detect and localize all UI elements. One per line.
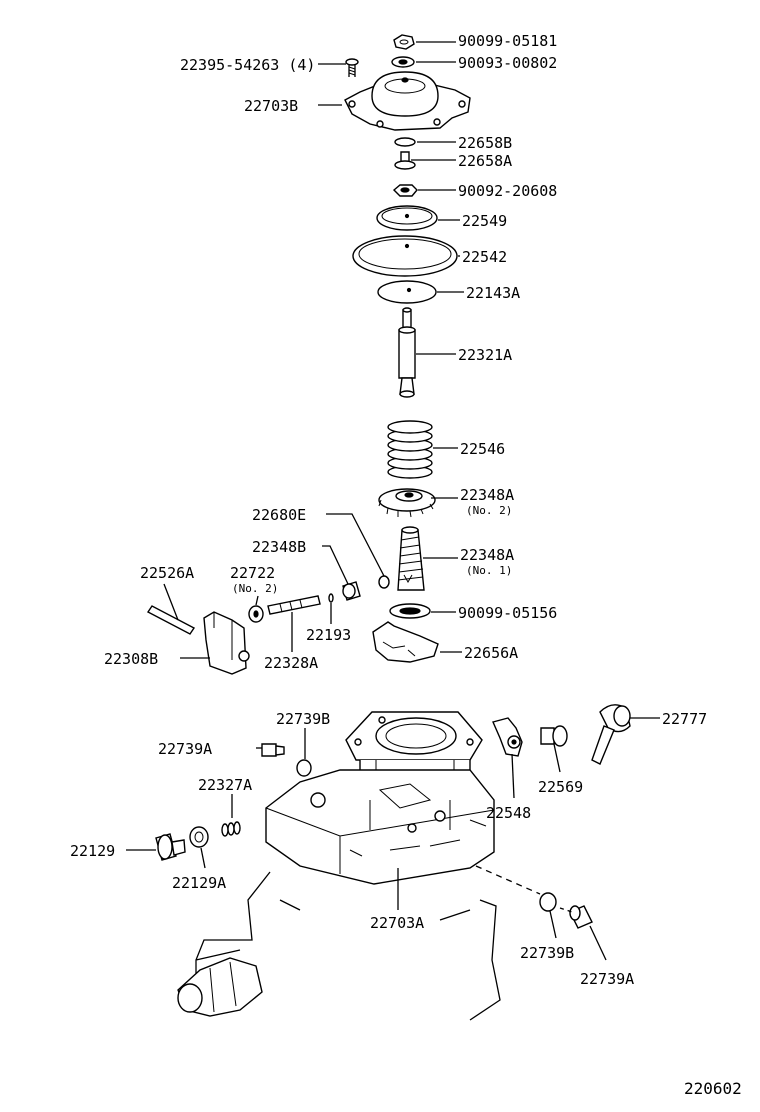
lever-shaft-drawing — [267, 595, 321, 615]
illustration — [146, 34, 631, 1021]
lever-bracket-drawing — [372, 621, 439, 663]
label-22656A: 22656A — [464, 644, 518, 662]
label-22548: 22548 — [486, 804, 531, 822]
dowel-pin-drawing — [146, 605, 196, 635]
label-22193: 22193 — [306, 626, 351, 644]
control-lever-drawing — [591, 704, 631, 765]
part-labels: 90099-05181 90093-00802 22395-54263 (4) … — [70, 32, 742, 1098]
label-22739B-top: 22739B — [276, 710, 330, 728]
stud-drawing — [394, 151, 416, 170]
label-22321A: 22321A — [458, 346, 512, 364]
label-22658A: 22658A — [458, 152, 512, 170]
o-ring-drawing — [394, 137, 416, 147]
label-22658B: 22658B — [458, 134, 512, 152]
adjusting-lever-drawing — [492, 717, 523, 757]
label-90092-20608: 90092-20608 — [458, 182, 557, 200]
note-22722: (No. 2) — [232, 582, 278, 595]
plug-left-drawing — [261, 743, 285, 757]
diaphragm-plate-upper-drawing — [376, 205, 438, 231]
label-22680E: 22680E — [252, 506, 306, 524]
label-22722: 22722 — [230, 564, 275, 582]
label-22327A: 22327A — [198, 776, 252, 794]
label-22703B: 22703B — [244, 97, 298, 115]
plug-gasket-top-drawing — [296, 759, 312, 777]
label-22739A-left: 22739A — [158, 740, 212, 758]
label-22395-54263: 22395-54263 (4) — [180, 56, 315, 74]
lock-nut-drawing — [392, 184, 418, 197]
label-22546: 22546 — [460, 440, 505, 458]
label-22739A-bottom: 22739A — [580, 970, 634, 988]
diaphragm-drawing — [352, 235, 458, 277]
snap-ring-drawing — [378, 575, 390, 589]
nut-top-drawing — [393, 34, 415, 50]
spacer-no2-drawing — [248, 605, 264, 623]
label-22129: 22129 — [70, 842, 115, 860]
note-22348A-no1: (No. 1) — [466, 564, 512, 577]
drain-plug-drawing — [155, 833, 186, 861]
thrust-washer-drawing — [389, 603, 431, 619]
lever-support-drawing — [203, 611, 250, 675]
label-22348B: 22348B — [252, 538, 306, 556]
label-22549: 22549 — [462, 212, 507, 230]
governor-shaft-drawing — [398, 307, 416, 398]
label-22542: 22542 — [462, 248, 507, 266]
label-22526A: 22526A — [140, 564, 194, 582]
screw-drawing — [345, 58, 359, 77]
worm-no1-drawing — [397, 526, 425, 591]
label-90099-05181: 90099-05181 — [458, 32, 557, 50]
pump-body-drawing — [177, 871, 501, 1021]
governor-housing-drawing — [265, 711, 495, 885]
gear-no2-drawing — [378, 488, 436, 518]
label-22328A: 22328A — [264, 654, 318, 672]
governor-cover-drawing — [344, 71, 471, 131]
label-22129A: 22129A — [172, 874, 226, 892]
label-22569: 22569 — [538, 778, 583, 796]
label-22703A: 22703A — [370, 914, 424, 932]
adjusting-bolt-drawing — [540, 725, 568, 747]
plug-gasket-bottom-drawing — [539, 892, 557, 912]
pin-drawing — [328, 593, 334, 603]
governor-spring-drawing — [387, 420, 433, 479]
leader-lines — [126, 41, 660, 961]
small-spring-drawing — [221, 821, 241, 837]
label-90099-05156: 90099-05156 — [458, 604, 557, 622]
label-22308B: 22308B — [104, 650, 158, 668]
washer-top-drawing — [391, 56, 415, 68]
label-22777: 22777 — [662, 710, 707, 728]
label-22143A: 22143A — [466, 284, 520, 302]
plug-bottom-drawing — [569, 905, 593, 929]
label-22739B-bottom: 22739B — [520, 944, 574, 962]
bushing-drawing — [342, 581, 361, 601]
label-22348A-no1: 22348A — [460, 546, 514, 564]
note-22348A-no2: (No. 2) — [466, 504, 512, 517]
drain-gasket-drawing — [189, 826, 209, 848]
label-90093-00802: 90093-00802 — [458, 54, 557, 72]
figure-number: 220602 — [684, 1079, 742, 1098]
label-22348A-no2: 22348A — [460, 486, 514, 504]
diaphragm-plate-lower-drawing — [377, 280, 437, 304]
